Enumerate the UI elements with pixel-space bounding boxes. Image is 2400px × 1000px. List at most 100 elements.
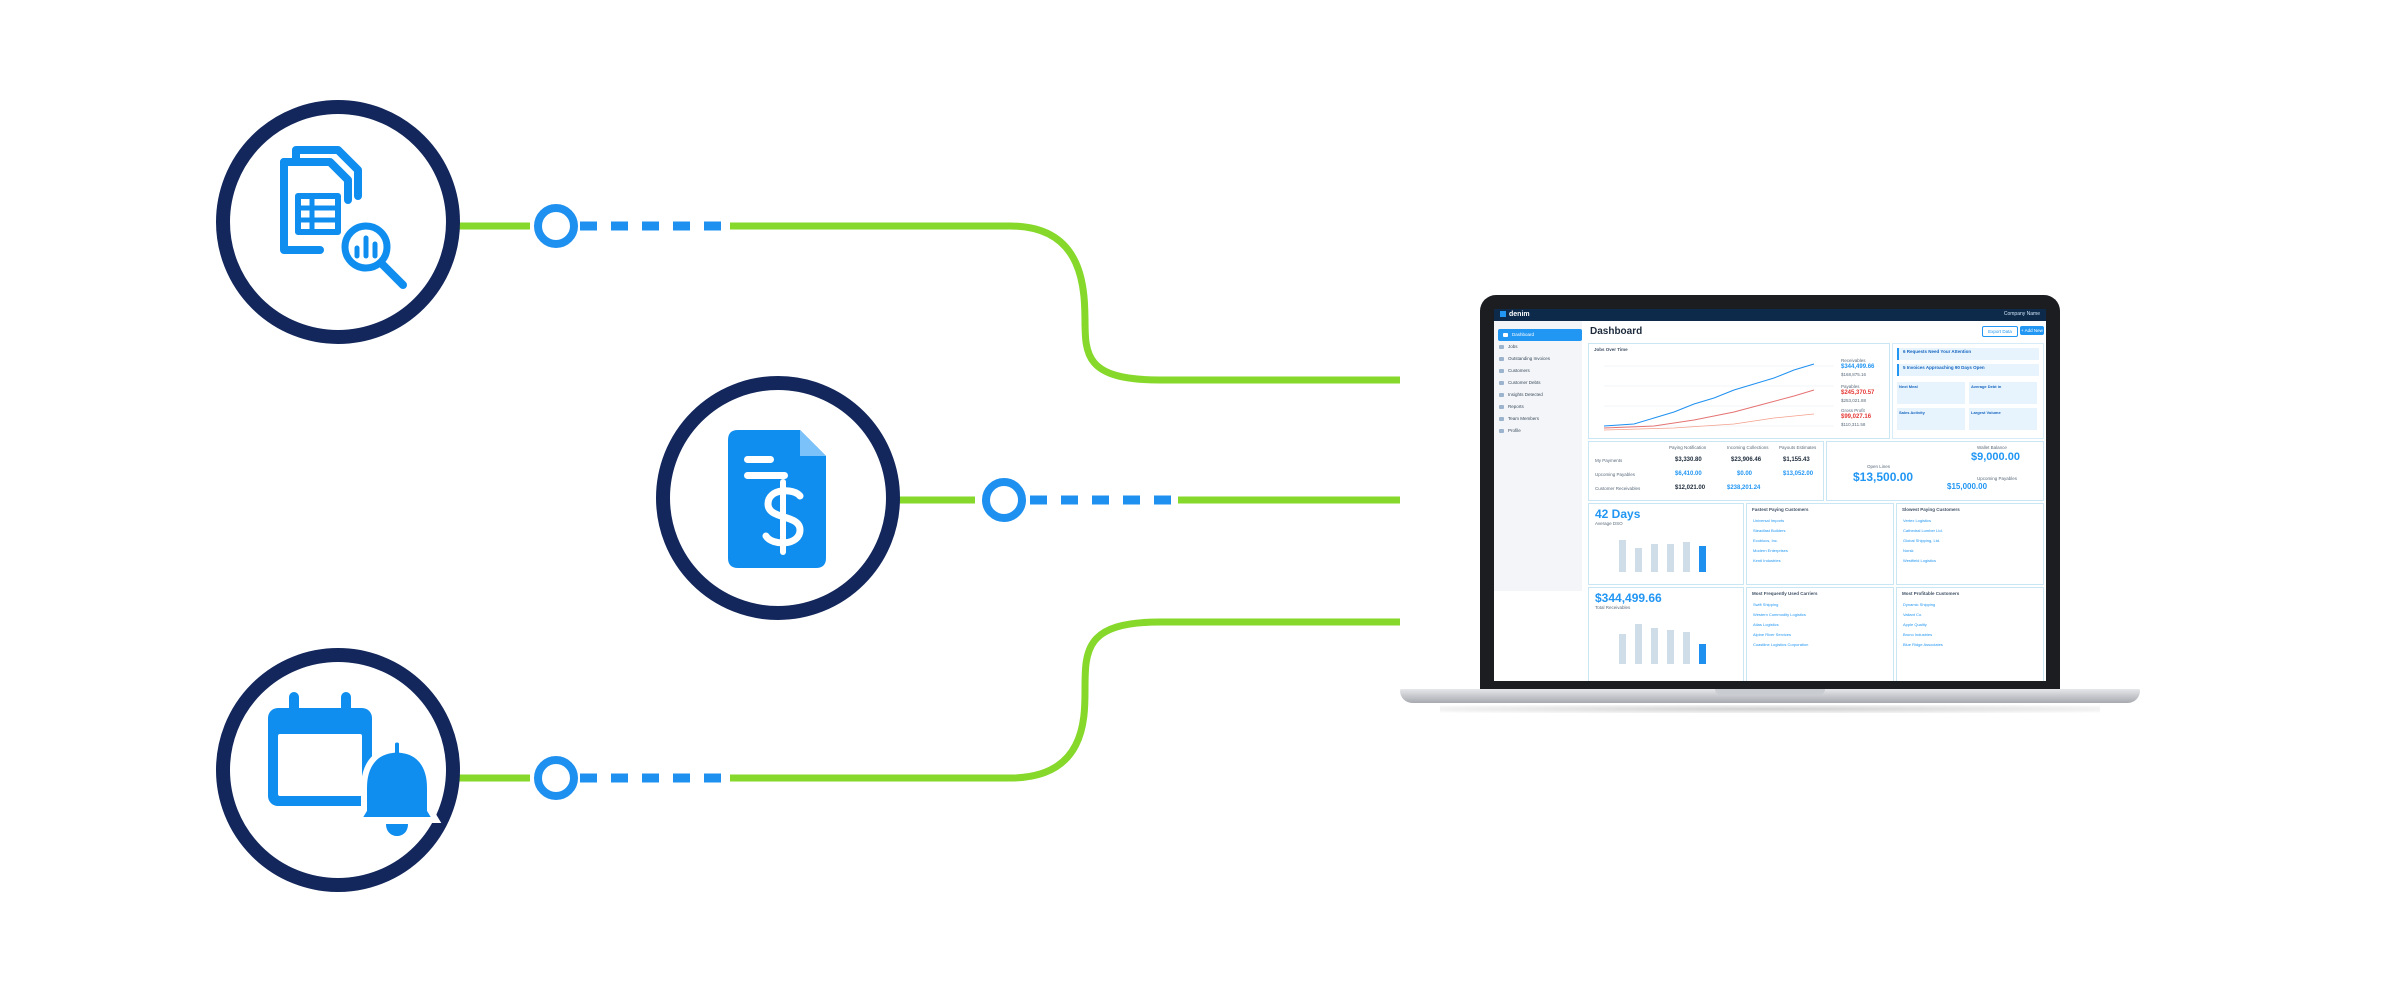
fastest-row-1[interactable]: Universal Imports xyxy=(1753,518,1785,523)
carriers-row-5[interactable]: Coastline Logistics Corporation xyxy=(1753,642,1809,647)
fastest-customers-card: Fastest Paying Customers Universal Impor… xyxy=(1746,503,1894,585)
sidebar-item-insights[interactable]: Insights Detected xyxy=(1494,389,1582,401)
slowest-row-1[interactable]: Vertex Logistics xyxy=(1903,518,1932,523)
legend-receivables-label: Receivables xyxy=(1841,358,1866,363)
slowest-row-4[interactable]: Norsk xyxy=(1903,548,1914,553)
sidebar-item-dashboard[interactable]: Dashboard xyxy=(1498,329,1582,341)
laptop: denim Company Name Dashboard Jobs Outsta… xyxy=(1400,295,2140,720)
legend-payables-label: Payables xyxy=(1841,384,1860,389)
payments-row-1-a: $3,330.80 xyxy=(1675,457,1702,463)
payments-row-1-label: My Payments xyxy=(1595,458,1623,463)
alerts-card: 6 Requests Need Your Attention 5 Invoice… xyxy=(1892,343,2044,439)
report-analytics-icon xyxy=(280,146,407,289)
payments-row-3-a: $12,021.00 xyxy=(1675,485,1706,491)
legend-profit-sub: $110,311.58 xyxy=(1841,422,1866,427)
fastest-row-3[interactable]: Ecoblocs, Inc. xyxy=(1753,538,1778,543)
carriers-row-3[interactable]: Atlas Logistics xyxy=(1753,622,1779,627)
fastest-row-4[interactable]: Modern Enterprises xyxy=(1753,548,1788,553)
mini-card-4[interactable]: Largest Volume xyxy=(1969,408,2037,430)
invoice-dollar-badge xyxy=(656,376,900,620)
payments-row-2-label: Upcoming Payables xyxy=(1595,472,1636,477)
profitable-row-4[interactable]: Bruno Industries xyxy=(1903,632,1933,637)
wallet-card: Wallet Balance $9,000.00 Open Lines $13,… xyxy=(1826,441,2044,501)
sidebar-item-debts[interactable]: Customer Debts xyxy=(1494,377,1582,389)
mini-card-2[interactable]: Average Debt in xyxy=(1969,382,2037,404)
brand-name: denim xyxy=(1509,311,1530,318)
alert-requests[interactable]: 6 Requests Need Your Attention xyxy=(1897,348,2039,360)
profitable-row-2[interactable]: Valiant Co. xyxy=(1903,612,1923,617)
payments-row-2-a: $6,410.00 xyxy=(1675,471,1702,477)
connector-node-mid xyxy=(982,478,1026,522)
legend-profit-value: $99,027.16 xyxy=(1841,414,1872,420)
upcoming-payables-value: $15,000.00 xyxy=(1947,482,1988,491)
legend-receivables-value: $344,499.66 xyxy=(1841,364,1875,370)
calendar-bell-badge xyxy=(216,648,460,892)
fastest-customers-title: Fastest Paying Customers xyxy=(1752,507,1809,512)
report-analytics-badge xyxy=(216,100,460,344)
payments-row-2-b: $0.00 xyxy=(1737,471,1753,477)
jobs-line-chart xyxy=(1603,363,1834,431)
receivables-value: $344,499.66 xyxy=(1595,591,1662,605)
payments-row-3-label: Customer Receivables xyxy=(1595,486,1641,491)
connector-node-top xyxy=(534,204,578,248)
dso-label: Average DSO xyxy=(1595,521,1623,526)
mini-card-1[interactable]: Next Meal xyxy=(1897,382,1965,404)
brand-logo[interactable]: denim xyxy=(1500,311,1530,318)
connector-nodes xyxy=(534,204,1026,800)
carriers-row-2[interactable]: Western Commodity Logistics xyxy=(1753,612,1806,617)
profitable-customers-title: Most Profitable Customers xyxy=(1902,591,1960,596)
export-data-button[interactable]: Export Data xyxy=(1982,326,2018,337)
dso-bar-chart xyxy=(1619,540,1706,572)
slowest-row-5[interactable]: Westfield Logistics xyxy=(1903,558,1937,563)
profit-series xyxy=(1603,413,1815,431)
laptop-lid: denim Company Name Dashboard Jobs Outsta… xyxy=(1480,295,2060,695)
sidebar-item-team[interactable]: Team Members xyxy=(1494,413,1582,425)
user-menu[interactable]: Company Name xyxy=(2003,311,2040,317)
mini-card-3[interactable]: Sales Activity xyxy=(1897,408,1965,430)
wallet-title: Wallet Balance xyxy=(1977,445,2007,450)
sidebar-item-customers[interactable]: Customers xyxy=(1494,365,1582,377)
sidebar-item-profile[interactable]: Profile xyxy=(1494,425,1582,437)
profitable-row-5[interactable]: Blue Ridge Associates xyxy=(1903,642,1943,647)
green-line-bot-curve xyxy=(730,618,1400,782)
jobs-chart-card: Jobs Over Time Receivables $344,499.66 $… xyxy=(1588,343,1890,439)
alert-invoices[interactable]: 5 Invoices Approaching 90 Days Open xyxy=(1897,364,2039,376)
payments-row-1-c: $1,155.43 xyxy=(1783,457,1810,463)
sidebar-item-invoices[interactable]: Outstanding Invoices xyxy=(1494,353,1582,365)
dashed-blue-segments xyxy=(580,221,1180,783)
add-new-button[interactable]: + Add New xyxy=(2020,326,2044,335)
payments-col-1: Paying Notification xyxy=(1669,445,1707,450)
legend-payables-value: $245,370.57 xyxy=(1841,390,1875,396)
profitable-customers-card: Most Profitable Customers Dynamic Shippi… xyxy=(1896,587,2044,681)
carriers-card: Most Frequently Used Carriers Swift Ship… xyxy=(1746,587,1894,681)
payments-row-1-b: $23,906.46 xyxy=(1731,457,1762,463)
payments-card: Paying Notification Incoming Collections… xyxy=(1588,441,1824,501)
dashboard-main: Dashboard Export Data + Add New Jobs Ove… xyxy=(1582,321,2046,681)
fastest-row-5[interactable]: Kenti Industries xyxy=(1753,558,1781,563)
slowest-row-3[interactable]: Global Shipping, Ltd. xyxy=(1903,538,1941,543)
legend-receivables-sub: $168,875.16 xyxy=(1841,372,1867,377)
dashboard-screen: denim Company Name Dashboard Jobs Outsta… xyxy=(1494,309,2046,681)
fastest-row-2[interactable]: Steadfast Builders xyxy=(1753,528,1786,533)
slowest-customers-card: Slowest Paying Customers Vertex Logistic… xyxy=(1896,503,2044,585)
sidebar-item-jobs[interactable]: Jobs xyxy=(1494,341,1582,353)
profitable-row-3[interactable]: Apple Quality xyxy=(1903,622,1927,627)
payments-col-3: Payouts Estimates xyxy=(1779,445,1817,450)
jobs-chart-title: Jobs Over Time xyxy=(1594,347,1628,352)
wallet-balance: $9,000.00 xyxy=(1971,451,2020,463)
connector-node-bot xyxy=(534,756,578,800)
sidebar-item-reports[interactable]: Reports xyxy=(1494,401,1582,413)
payments-col-2: Incoming Collections xyxy=(1727,445,1769,450)
profitable-row-1[interactable]: Dynamic Shipping xyxy=(1903,602,1936,607)
carriers-title: Most Frequently Used Carriers xyxy=(1752,591,1818,596)
carriers-row-4[interactable]: Alpine River Services xyxy=(1753,632,1792,637)
receivables-bar-chart xyxy=(1619,624,1706,664)
receivables-card: $344,499.66 Total Receivables xyxy=(1588,587,1744,681)
app-topbar: denim Company Name xyxy=(1494,309,2046,321)
slowest-row-2[interactable]: Cathedral Lumber Ltd. xyxy=(1903,528,1943,533)
open-lines-label: Open Lines xyxy=(1867,464,1891,469)
carriers-row-1[interactable]: Swift Shipping xyxy=(1753,602,1779,607)
slowest-customers-title: Slowest Paying Customers xyxy=(1902,507,1960,512)
legend-payables-sub: $253,021.88 xyxy=(1841,398,1867,403)
